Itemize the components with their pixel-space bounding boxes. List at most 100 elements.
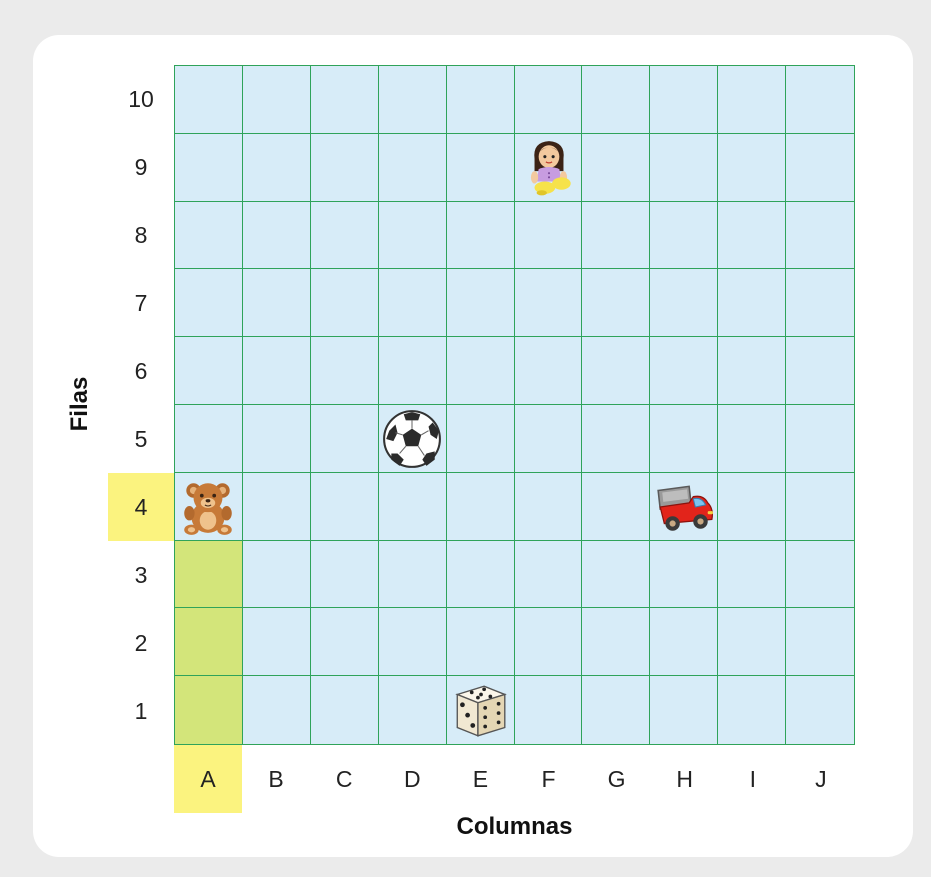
grid-cell-J8 [786, 202, 854, 270]
column-label-A: A [174, 745, 242, 813]
grid-cell-I9 [718, 134, 786, 202]
grid-cell-B1 [243, 676, 311, 744]
teddy-bear-icon [176, 475, 240, 539]
grid-cell-A5 [175, 405, 243, 473]
doll-icon [517, 135, 581, 199]
grid-cell-B2 [243, 608, 311, 676]
grid-cell-I5 [718, 405, 786, 473]
grid-cell-E8 [447, 202, 515, 270]
x-axis-title: Columnas [174, 813, 855, 841]
grid-cell-E10 [447, 66, 515, 134]
grid-cell-D7 [379, 269, 447, 337]
column-label-H: H [651, 745, 719, 813]
row-label-9: 9 [108, 133, 174, 201]
grid-cell-A8 [175, 202, 243, 270]
grid-cell-C1 [311, 676, 379, 744]
grid-cell-G6 [582, 337, 650, 405]
grid-cell-A2 [175, 608, 243, 676]
grid-cell-F3 [515, 541, 583, 609]
grid-cell-F2 [515, 608, 583, 676]
grid-cell-B7 [243, 269, 311, 337]
row-label-8: 8 [108, 201, 174, 269]
grid-cell-J7 [786, 269, 854, 337]
grid-cell-H2 [650, 608, 718, 676]
grid-cell-F5 [515, 405, 583, 473]
column-label-I: I [719, 745, 787, 813]
grid-cell-H8 [650, 202, 718, 270]
column-label-B: B [242, 745, 310, 813]
grid-cell-H9 [650, 134, 718, 202]
grid-cell-B9 [243, 134, 311, 202]
grid-cell-D2 [379, 608, 447, 676]
grid-cell-F7 [515, 269, 583, 337]
grid-cell-I4 [718, 473, 786, 541]
grid-cell-G3 [582, 541, 650, 609]
grid-cell-F10 [515, 66, 583, 134]
grid-cell-A10 [175, 66, 243, 134]
y-axis-title: Filas [66, 377, 94, 432]
grid-cell-C5 [311, 405, 379, 473]
row-label-10: 10 [108, 65, 174, 133]
grid-cell-H1 [650, 676, 718, 744]
grid-cell-B4 [243, 473, 311, 541]
grid-cell-D6 [379, 337, 447, 405]
grid-cell-H7 [650, 269, 718, 337]
grid-cell-J2 [786, 608, 854, 676]
soccer-ball-icon [380, 407, 444, 471]
grid-cell-C8 [311, 202, 379, 270]
grid-cell-G1 [582, 676, 650, 744]
grid-cell-G8 [582, 202, 650, 270]
grid-cell-B6 [243, 337, 311, 405]
grid-cell-C10 [311, 66, 379, 134]
grid-cell-C4 [311, 473, 379, 541]
grid-cell-A6 [175, 337, 243, 405]
grid-cell-H5 [650, 405, 718, 473]
grid-cell-J6 [786, 337, 854, 405]
column-label-F: F [515, 745, 583, 813]
grid-cell-H6 [650, 337, 718, 405]
grid-cell-G10 [582, 66, 650, 134]
grid-cell-D4 [379, 473, 447, 541]
grid-cell-B3 [243, 541, 311, 609]
grid-cell-B5 [243, 405, 311, 473]
grid-cell-J4 [786, 473, 854, 541]
grid-cell-A7 [175, 269, 243, 337]
grid-cell-D3 [379, 541, 447, 609]
grid-cell-I1 [718, 676, 786, 744]
row-label-6: 6 [108, 337, 174, 405]
grid-cell-D8 [379, 202, 447, 270]
row-label-7: 7 [108, 269, 174, 337]
grid-cell-E7 [447, 269, 515, 337]
grid-cell-B8 [243, 202, 311, 270]
grid-cell-J10 [786, 66, 854, 134]
grid-cell-C7 [311, 269, 379, 337]
column-label-J: J [787, 745, 855, 813]
row-label-2: 2 [108, 609, 174, 677]
grid-cell-G2 [582, 608, 650, 676]
grid-cell-I2 [718, 608, 786, 676]
grid-cell-G7 [582, 269, 650, 337]
grid-cell-E5 [447, 405, 515, 473]
grid-cell-A3 [175, 541, 243, 609]
grid-cell-D1 [379, 676, 447, 744]
grid-cell-C2 [311, 608, 379, 676]
grid-cell-H3 [650, 541, 718, 609]
grid-cell-G4 [582, 473, 650, 541]
row-label-3: 3 [108, 541, 174, 609]
grid-cell-A9 [175, 134, 243, 202]
grid-cell-F6 [515, 337, 583, 405]
grid-cell-D10 [379, 66, 447, 134]
grid-cell-B10 [243, 66, 311, 134]
grid-cell-C6 [311, 337, 379, 405]
grid-cell-E9 [447, 134, 515, 202]
grid-cell-C9 [311, 134, 379, 202]
grid-cell-J3 [786, 541, 854, 609]
grid-cell-C3 [311, 541, 379, 609]
grid-cell-E3 [447, 541, 515, 609]
grid-cell-I10 [718, 66, 786, 134]
column-label-D: D [378, 745, 446, 813]
grid-cell-I3 [718, 541, 786, 609]
grid-cell-I8 [718, 202, 786, 270]
grid-cell-G5 [582, 405, 650, 473]
row-label-4: 4 [108, 473, 174, 541]
